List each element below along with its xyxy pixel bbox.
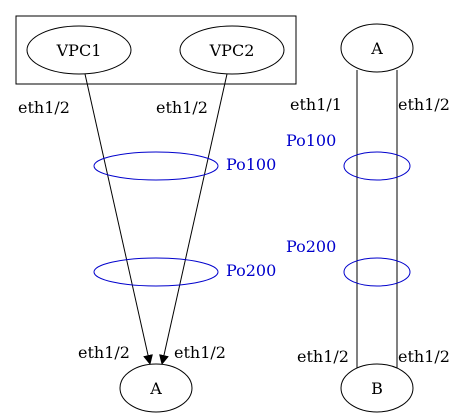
right-node-b[interactable] bbox=[340, 363, 414, 413]
vpc1-port-label: eth1/2 bbox=[18, 98, 70, 117]
vpc2-node[interactable] bbox=[179, 25, 285, 75]
right-topology: A eth1/1 eth1/2 Po100 Po200 eth1/2 eth1/… bbox=[286, 23, 450, 413]
right-po100-ellipse bbox=[343, 151, 411, 181]
vpc-domain-box bbox=[15, 15, 297, 85]
right-a-port-left-label: eth1/1 bbox=[290, 95, 342, 114]
right-po200-label: Po200 bbox=[286, 237, 336, 256]
right-node-b-label: B bbox=[371, 379, 383, 398]
vpc1-node-label: VPC1 bbox=[56, 41, 102, 60]
vpc1-node[interactable] bbox=[26, 25, 132, 75]
left-node-a-label: A bbox=[149, 379, 162, 398]
a-port-left-label: eth1/2 bbox=[78, 343, 130, 362]
left-po200-label: Po200 bbox=[226, 261, 276, 280]
left-topology: VPC1 VPC2 eth1/2 eth1/2 Po100 Po200 eth1… bbox=[15, 15, 297, 413]
right-node-a[interactable] bbox=[340, 23, 414, 73]
right-node-a-label: A bbox=[370, 39, 383, 58]
a-port-right-label: eth1/2 bbox=[174, 343, 226, 362]
left-po200-ellipse bbox=[93, 257, 219, 287]
vpc2-port-label: eth1/2 bbox=[156, 98, 208, 117]
left-po100-ellipse bbox=[93, 151, 219, 181]
b-port-right-label: eth1/2 bbox=[398, 347, 450, 366]
b-port-left-label: eth1/2 bbox=[297, 347, 349, 366]
left-node-a[interactable] bbox=[119, 363, 193, 413]
vpc1-to-a-link bbox=[84, 73, 153, 365]
vpc2-to-a-link bbox=[159, 73, 228, 365]
right-a-port-right-label: eth1/2 bbox=[398, 95, 450, 114]
right-po100-label: Po100 bbox=[286, 131, 336, 150]
right-po200-ellipse bbox=[343, 257, 411, 287]
left-po100-label: Po100 bbox=[226, 155, 276, 174]
vpc2-node-label: VPC2 bbox=[209, 41, 255, 60]
